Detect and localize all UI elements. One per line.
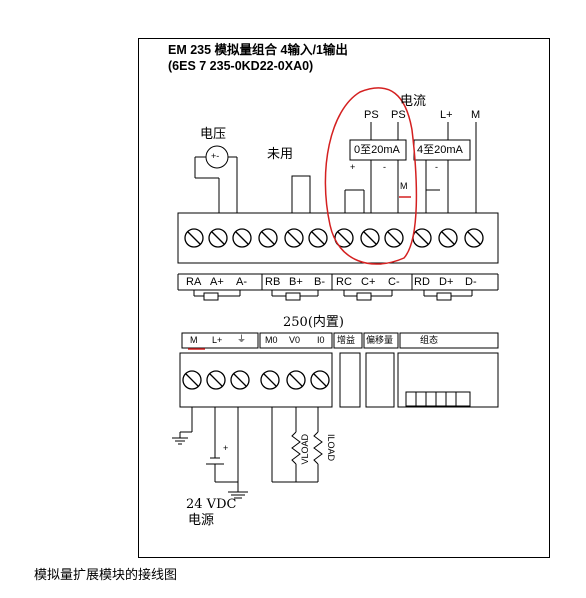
current-label: 电流 [400,94,427,109]
terminal-label: A- [236,276,247,288]
lower-terminal-label: L+ [212,335,223,345]
supply-plus-label: + [223,443,229,453]
screw-terminals-top [184,228,484,248]
lower-terminal-label: M [190,335,198,345]
lplus-label-top: L+ [440,109,453,121]
minus-sign-label: - [383,162,386,172]
module-order-number: (6ES 7 235-0KD22-0XA0) [168,59,314,73]
config-label: 组态 [420,335,439,345]
terminal-block-bottom [179,352,333,408]
red-highlight-circle [324,87,418,265]
vload-label: VLOAD [300,434,310,465]
figure-caption: 模拟量扩展模块的接线图 [34,568,178,583]
terminal-label: B- [314,276,325,288]
terminal-label: D+ [439,276,454,288]
terminal-label: D- [465,276,477,288]
diagram-frame [138,38,550,558]
resistor-label: 250(内置) [283,315,344,330]
voltage-label: 电压 [200,127,227,142]
terminal-label: C- [388,276,400,288]
supply-label: 电源 [188,513,215,528]
screw-terminals-bottom [182,370,330,390]
terminal-label: RB [265,276,281,288]
unused-label: 未用 [267,147,294,162]
iload-label: ILOAD [326,434,336,462]
terminal-label: RC [336,276,352,288]
offset-label: 偏移量 [366,335,394,345]
voltage-source-sign: +- [211,151,220,161]
terminal-label: C+ [361,276,376,288]
plus-sign-label: + [350,162,356,172]
m-small-label: M [400,181,408,191]
ground-icon: ⏚ [237,334,247,344]
source-minus-label: - [435,162,438,172]
gain-label: 增益 [337,335,356,345]
terminal-label: A+ [210,276,224,288]
terminal-block-top [177,212,499,264]
range-4-20-label: 4至20mA [417,144,463,156]
lower-terminal-label: I0 [317,335,325,345]
lower-terminal-label: V0 [289,335,301,345]
ps-label-2: PS [391,109,406,121]
module-title: EM 235 模拟量组合 4输入/1输出 [168,43,348,57]
range-box-0-20 [349,139,407,161]
terminal-label: B+ [289,276,303,288]
terminal-label: RA [186,276,202,288]
lower-terminal-label: M0 [265,335,278,345]
ps-label-1: PS [364,109,379,121]
range-0-20-label: 0至20mA [354,144,400,156]
terminal-label: RD [414,276,430,288]
supply-voltage-label: 24 VDC [186,497,237,512]
m-label-top: M [471,109,481,121]
